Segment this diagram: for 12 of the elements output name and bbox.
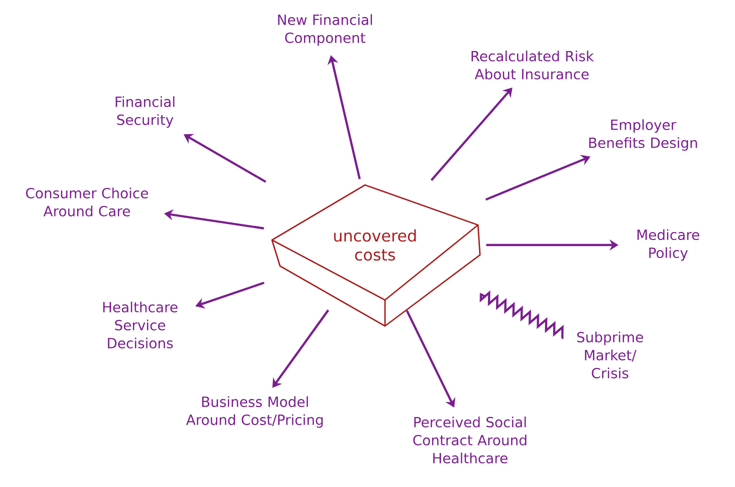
box-drawing: uncovered costs (271, 184, 481, 327)
text-label: Recalculated Risk About Insurance (472, 50, 594, 80)
text-label: Financial Security (116, 96, 174, 128)
text-label: Medicare Policy (637, 229, 700, 261)
text-label: Business Model Around Cost/Pricing (186, 396, 323, 428)
text-label: Healthcare Service Decisions (103, 302, 178, 348)
text-label: Perceived Social Contract Around Healthcare (413, 416, 526, 464)
text-label: New Financial Component (278, 14, 372, 46)
text-label: Employer Benefits Design (589, 119, 697, 151)
text-label: Consumer Choice Around Care (26, 188, 148, 216)
squiggle-line (480, 290, 564, 340)
text-label: Subprime Market/ Crisis (577, 332, 643, 378)
